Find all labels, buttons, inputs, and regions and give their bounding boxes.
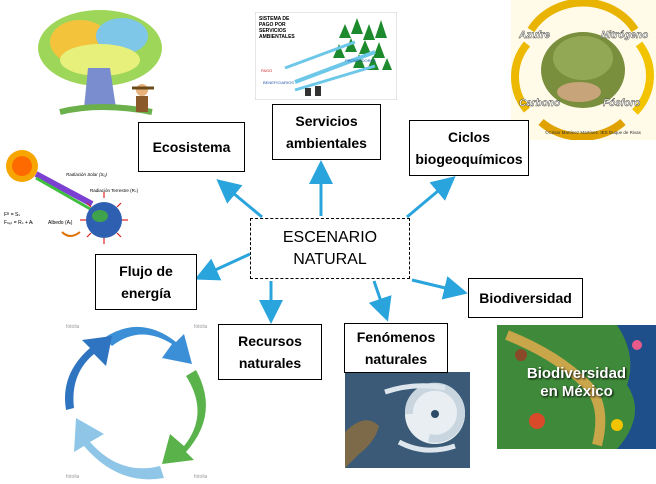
svg-text:Fᴿ = Sₛ: Fᴿ = Sₛ xyxy=(4,212,20,218)
node-recursos-naturales: Recursos naturales xyxy=(218,324,322,380)
svg-text:fotolia: fotolia xyxy=(194,324,208,330)
biodiversidad-mexico-illustration: Biodiversidad en México xyxy=(497,325,656,449)
arrow-to-ciclos xyxy=(406,176,456,219)
servicios-proveedores-label: PROVEEDORES xyxy=(345,58,376,63)
svg-text:Nitrógeno: Nitrógeno xyxy=(601,30,648,41)
svg-text:Azufre: Azufre xyxy=(518,30,551,41)
svg-text:Radiación Solar (S₀): Radiación Solar (S₀) xyxy=(66,172,107,177)
svg-text:fotolia: fotolia xyxy=(66,474,80,480)
biodiversidad-image-text: Biodiversidad en México xyxy=(526,365,627,400)
servicios-beneficiario-label: BENEFICIARIOS xyxy=(263,80,294,85)
ciclos-illustration: Azufre Nitrógeno Carbono Fósforo ©César … xyxy=(511,0,656,140)
svg-text:PAGO: PAGO xyxy=(261,68,272,73)
svg-text:Albedo (Aₗ): Albedo (Aₗ) xyxy=(48,220,73,226)
arrow-to-flujo xyxy=(194,252,251,281)
node-biodiversidad: Biodiversidad xyxy=(468,278,583,318)
svg-text:Radiación Terrestre (Rₛ): Radiación Terrestre (Rₛ) xyxy=(90,188,139,193)
ecosistema-illustration xyxy=(38,10,162,115)
svg-text:fotolia: fotolia xyxy=(194,474,208,480)
svg-text:Carbono: Carbono xyxy=(519,98,560,109)
node-ecosistema: Ecosistema xyxy=(138,122,245,172)
recursos-recycle-illustration: fotolia fotolia fotolia fotolia xyxy=(65,324,208,480)
node-flujo-energia: Flujo de energía xyxy=(95,254,197,310)
center-node-escenario-natural: ESCENARIO NATURAL xyxy=(250,218,410,279)
arrow-to-biodiversidad xyxy=(411,276,468,300)
svg-text:fotolia: fotolia xyxy=(66,324,80,330)
node-fenomenos-naturales: Fenómenos naturales xyxy=(344,323,448,373)
node-ciclos-biogeoquimicos: Ciclos biogeoquímicos xyxy=(409,120,529,176)
svg-text:Fósforo: Fósforo xyxy=(603,98,640,109)
svg-text:Fₙₑₜ = Rₛ + Aₗ: Fₙₑₜ = Rₛ + Aₗ xyxy=(4,220,33,226)
arrow-to-ecosistema xyxy=(216,179,263,219)
node-servicios-ambientales: Servicios ambientales xyxy=(272,104,381,160)
flujo-illustration: Radiación Solar (S₀) Radiación Terrestre… xyxy=(4,150,139,244)
svg-text:©César Martínez Martínez. IES: ©César Martínez Martínez. IES Duque de R… xyxy=(545,129,642,135)
fenomenos-hurricane-illustration xyxy=(345,372,470,468)
arrow-to-fenomenos xyxy=(368,280,392,322)
biodiversidad-map-icon xyxy=(497,325,656,449)
